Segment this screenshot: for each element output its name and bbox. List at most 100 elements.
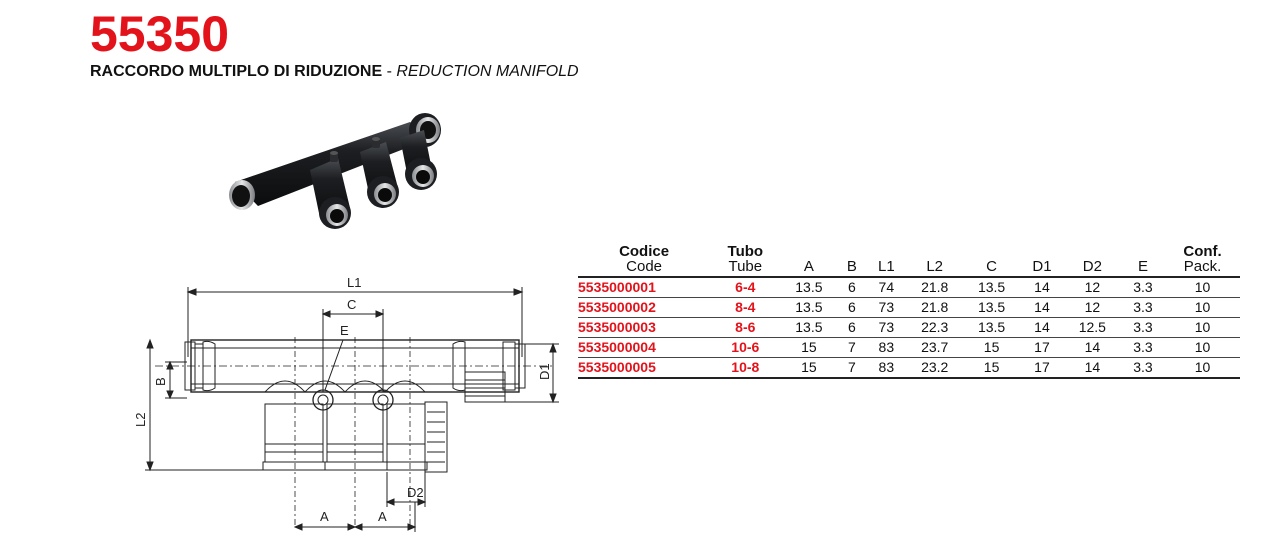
table-cell: 73 — [866, 317, 907, 338]
column-header-top: Conf. — [1183, 243, 1222, 260]
product-photo — [229, 113, 441, 229]
table-cell: 12 — [1063, 297, 1121, 318]
table-cell: 21.8 — [906, 297, 964, 318]
column-header-bottom: L1 — [877, 258, 895, 275]
table-cell: 13.5 — [963, 297, 1021, 318]
table-cell: 23.2 — [906, 357, 964, 379]
table-cell: 13.5 — [963, 277, 1021, 298]
table-cell: 74 — [866, 277, 907, 298]
table-cell: 6 — [837, 277, 867, 298]
column-header: L1 — [866, 242, 907, 278]
column-header: E — [1120, 242, 1166, 278]
dim-a-left-label: A — [320, 509, 329, 524]
table-cell: 17 — [1020, 357, 1064, 379]
cell-tube: 10-6 — [710, 337, 781, 358]
table-cell: 7 — [837, 337, 867, 358]
dim-l1-label: L1 — [347, 275, 361, 290]
column-header: Conf.Pack. — [1165, 242, 1240, 278]
table-cell: 6 — [837, 297, 867, 318]
table-cell: 83 — [866, 337, 907, 358]
column-header: C — [963, 242, 1021, 278]
table-cell: 3.3 — [1120, 297, 1166, 318]
cell-tube: 10-8 — [710, 357, 781, 379]
dim-d1-label: D1 — [537, 363, 552, 380]
column-header-bottom: D1 — [1032, 258, 1052, 275]
table-cell: 21.8 — [906, 277, 964, 298]
cell-tube: 6-4 — [710, 277, 781, 298]
table-cell: 14 — [1020, 317, 1064, 338]
table-cell: 3.3 — [1120, 337, 1166, 358]
table-cell: 22.3 — [906, 317, 964, 338]
column-header-bottom: A — [803, 258, 814, 275]
table-cell: 13.5 — [780, 317, 838, 338]
cell-code: 5535000003 — [578, 317, 711, 338]
table-cell: 14 — [1063, 357, 1121, 379]
table-cell: 14 — [1020, 297, 1064, 318]
cell-code: 5535000001 — [578, 277, 711, 298]
table-cell: 10 — [1165, 297, 1240, 318]
dim-d2-label: D2 — [407, 485, 424, 500]
column-header-bottom: B — [846, 258, 857, 275]
column-header-bottom: Pack. — [1183, 258, 1222, 275]
column-header: D1 — [1020, 242, 1064, 278]
cell-code: 5535000005 — [578, 357, 711, 379]
table-cell: 3.3 — [1120, 357, 1166, 379]
column-header: A — [780, 242, 838, 278]
table-cell: 15 — [963, 337, 1021, 358]
column-header-top: Tubo — [727, 243, 764, 260]
product-code: 55350 — [90, 6, 230, 62]
table-cell: 15 — [963, 357, 1021, 379]
table-cell: 10 — [1165, 277, 1240, 298]
column-header: D2 — [1063, 242, 1121, 278]
title-english: REDUCTION MANIFOLD — [396, 63, 579, 80]
table-cell: 73 — [866, 297, 907, 318]
title-separator: - — [382, 63, 397, 80]
cell-code: 5535000004 — [578, 337, 711, 358]
table-cell: 10 — [1165, 317, 1240, 338]
table-cell: 12.5 — [1063, 317, 1121, 338]
table-cell: 15 — [780, 337, 838, 358]
table-cell: 10 — [1165, 337, 1240, 358]
table-cell: 6 — [837, 317, 867, 338]
table-cell: 83 — [866, 357, 907, 379]
table-cell: 3.3 — [1120, 317, 1166, 338]
technical-drawing: L1 C E — [133, 275, 559, 532]
dim-e-label: E — [340, 323, 349, 338]
cell-code: 5535000002 — [578, 297, 711, 318]
column-header-top: Codice — [619, 243, 670, 260]
cell-tube: 8-4 — [710, 297, 781, 318]
table-cell: 14 — [1063, 337, 1121, 358]
table-cell: 17 — [1020, 337, 1064, 358]
column-header: L2 — [906, 242, 964, 278]
dim-c-label: C — [347, 297, 356, 312]
table-cell: 10 — [1165, 357, 1240, 379]
table-cell: 13.5 — [780, 297, 838, 318]
column-header: B — [837, 242, 867, 278]
column-header-bottom: L2 — [926, 258, 944, 275]
column-header-bottom: Code — [626, 258, 662, 275]
product-subtitle: RACCORDO MULTIPLO DI RIDUZIONE - REDUCTI… — [90, 62, 579, 82]
table-cell: 15 — [780, 357, 838, 379]
dim-l2-label: L2 — [133, 413, 148, 427]
table-cell: 23.7 — [906, 337, 964, 358]
column-header-bottom: Tube — [728, 258, 763, 275]
table-cell: 13.5 — [780, 277, 838, 298]
column-header-bottom: D2 — [1082, 258, 1102, 275]
table-cell: 14 — [1020, 277, 1064, 298]
cell-tube: 8-6 — [710, 317, 781, 338]
title-italian: RACCORDO MULTIPLO DI RIDUZIONE — [90, 63, 383, 80]
dim-b-label: B — [153, 377, 168, 386]
table-cell: 7 — [837, 357, 867, 379]
dim-a-right-label: A — [378, 509, 387, 524]
column-header-bottom: C — [986, 258, 997, 275]
